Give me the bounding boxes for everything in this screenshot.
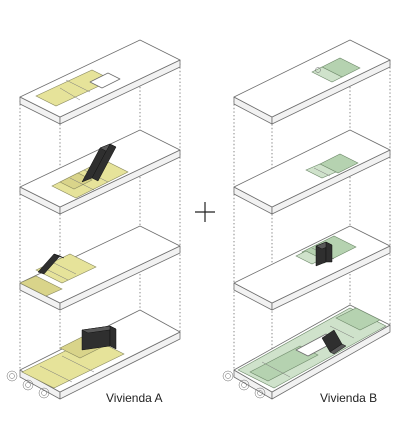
house-b-label: Vivienda B bbox=[320, 391, 377, 405]
stair-icon bbox=[81, 143, 117, 183]
tree-icon bbox=[6, 370, 50, 399]
level-b-2 bbox=[233, 225, 391, 311]
house-a-label: Vivienda A bbox=[106, 391, 163, 405]
tree-icon bbox=[222, 370, 266, 399]
stair-icon bbox=[37, 253, 65, 275]
level-a-roof bbox=[19, 39, 181, 125]
level-a-1 bbox=[19, 309, 181, 400]
stair-icon bbox=[81, 325, 117, 351]
stair-icon bbox=[315, 241, 333, 267]
house-b-stack: Vivienda B bbox=[222, 39, 391, 405]
level-b-roof bbox=[233, 39, 391, 125]
house-a-level2-plan bbox=[35, 253, 97, 284]
stair-icon bbox=[321, 329, 347, 355]
house-a-stack: Vivienda A bbox=[6, 39, 181, 405]
level-a-2 bbox=[19, 225, 181, 311]
level-b-3 bbox=[233, 129, 391, 215]
level-b-1 bbox=[233, 304, 391, 400]
plus-icon bbox=[195, 202, 215, 222]
level-a-3 bbox=[19, 129, 181, 215]
